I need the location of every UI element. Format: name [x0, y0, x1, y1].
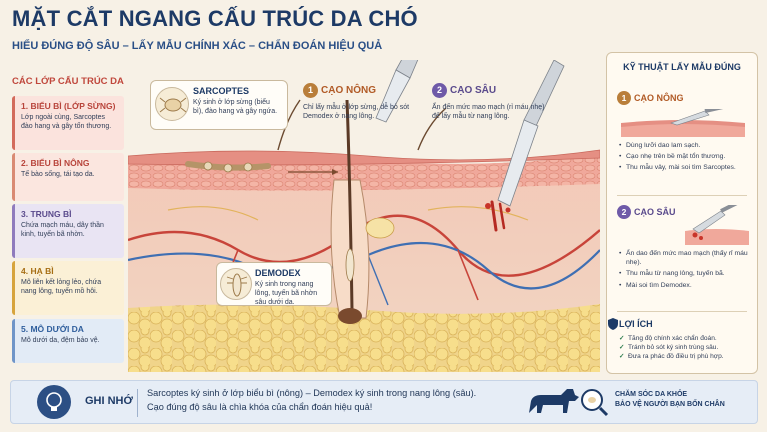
- list-item: Ấn dao đến mức mao mạch (thấy rỉ máu nhẹ…: [619, 249, 755, 267]
- magnifier-mite-icon: [581, 389, 609, 417]
- sarcoptes-desc: Ký sinh ở lớp sừng (biểu bì), đào hang v…: [193, 99, 278, 116]
- remember-footer: GHI NHỚ Sarcoptes ký sinh ở lớp biểu bì …: [10, 380, 758, 424]
- layer-card-epidermis-shallow: 2. BIỂU BÌ NÔNG Tế bào sống, tái tạo da.: [12, 153, 124, 201]
- list-item: Tăng độ chính xác chẩn đoán.: [619, 334, 724, 343]
- layer-name: 3. TRUNG BÌ: [21, 209, 72, 219]
- benefits-list: Tăng độ chính xác chẩn đoán. Tránh bỏ só…: [619, 334, 724, 362]
- step-number-badge: 1: [303, 83, 318, 99]
- step-number-badge: 1: [617, 90, 631, 105]
- list-item: Đưa ra phác đồ điều trị phù hợp.: [619, 352, 724, 361]
- list-item: Mài soi tìm Demodex.: [619, 281, 755, 290]
- step-number-badge: 2: [432, 83, 447, 99]
- demodex-title: DEMODEX: [255, 268, 301, 278]
- divider: [617, 311, 747, 312]
- list-item: Cạo nhẹ trên bề mặt tổn thương.: [619, 152, 755, 161]
- remember-line-2: Cạo đúng độ sâu là chìa khóa của chẩn đo…: [147, 401, 373, 412]
- remember-text: Sarcoptes ký sinh ở lớp biểu bì (nông) –…: [147, 387, 507, 415]
- step-number-badge: 2: [617, 204, 631, 219]
- step-title: CẠO SÂU: [634, 206, 676, 217]
- list-item: Thu mẫu từ nang lông, tuyến bã.: [619, 269, 755, 278]
- scalpel-shallow-icon: [375, 60, 419, 123]
- deep-technique-illustration: [685, 205, 749, 245]
- layer-card-subcutis: 5. MÔ DƯỚI DA Mô dưới da, đệm bảo vệ.: [12, 319, 124, 363]
- care-line-1: CHĂM SÓC DA KHỎE: [615, 391, 688, 398]
- divider: [617, 195, 747, 196]
- list-item: Tránh bỏ sót ký sinh trùng sâu.: [619, 343, 724, 352]
- dog-silhouette-icon: [529, 389, 579, 413]
- page-title: MẶT CẮT NGANG CẤU TRÚC DA CHÓ: [12, 6, 418, 31]
- care-line-2: BẢO VỆ NGƯỜI BẠN BỐN CHÂN: [615, 401, 725, 409]
- layer-name: 1. BIỂU BÌ (LỚP SỪNG): [21, 101, 116, 111]
- remember-line-1: Sarcoptes ký sinh ở lớp biểu bì (nông) –…: [147, 388, 477, 398]
- page-subtitle: HIỂU ĐÚNG ĐỘ SÂU – LẤY MẪU CHÍNH XÁC – C…: [12, 40, 383, 52]
- layer-name: 2. BIỂU BÌ NÔNG: [21, 158, 90, 168]
- care-slogan: CHĂM SÓC DA KHỎE BẢO VỆ NGƯỜI BẠN BỐN CH…: [615, 390, 725, 410]
- step-desc: Chỉ lấy mẫu ở lớp sừng, dễ bỏ sót Demode…: [303, 104, 410, 121]
- layer-card-epidermis-horny: 1. BIỂU BÌ (LỚP SỪNG) Lớp ngoài cùng, Sa…: [12, 96, 124, 150]
- lightbulb-icon: [37, 385, 71, 419]
- layer-desc: Mô dưới da, đệm bảo vệ.: [21, 337, 100, 344]
- shield-check-icon: [608, 318, 618, 330]
- layer-name: 4. HẠ BÌ: [21, 266, 54, 276]
- step-desc: Ấn đến mức mao mạch (rỉ máu nhẹ) để lấy …: [432, 104, 545, 121]
- divider: [137, 389, 138, 417]
- step-title: CẠO NÔNG: [321, 85, 376, 97]
- sarcoptes-title: SARCOPTES: [193, 86, 250, 96]
- layer-desc: Chứa mạch máu, dây thần kinh, tuyến bã n…: [21, 222, 104, 239]
- layer-card-dermis: 3. TRUNG BÌ Chứa mạch máu, dây thần kinh…: [12, 204, 124, 258]
- layer-desc: Mô liên kết lỏng lẻo, chứa nang lông, tu…: [21, 279, 102, 296]
- skin-cross-section-illustration: [128, 60, 600, 372]
- scalpel-deep-icon: [497, 60, 565, 207]
- demodex-desc: Ký sinh trong nang lông, tuyến bã nhờn s…: [255, 281, 318, 307]
- technique-panel-title: KỸ THUẬT LẤY MẪU ĐÚNG: [623, 62, 741, 72]
- layer-card-hypodermis: 4. HẠ BÌ Mô liên kết lỏng lẻo, chứa nang…: [12, 261, 124, 315]
- deep-technique-list: Ấn dao đến mức mao mạch (thấy rỉ máu nhẹ…: [619, 249, 755, 292]
- benefits-title: LỢI ÍCH: [619, 319, 653, 329]
- remember-label: GHI NHỚ: [85, 395, 133, 407]
- layer-desc: Tế bào sống, tái tạo da.: [21, 171, 95, 178]
- list-item: Thu mẫu vảy, mài soi tìm Sarcoptes.: [619, 163, 755, 172]
- shallow-technique-list: Dùng lưỡi dao lam sạch. Cạo nhẹ trên bề …: [619, 141, 755, 175]
- demodex-callout: DEMODEX Ký sinh trong nang lông, tuyến b…: [216, 262, 332, 306]
- list-item: Dùng lưỡi dao lam sạch.: [619, 141, 755, 150]
- step-title: CẠO NÔNG: [634, 92, 684, 103]
- demodex-mite-icon: [220, 268, 252, 300]
- layers-title: CÁC LỚP CẤU TRÚC DA: [12, 76, 124, 87]
- sarcoptes-callout: SARCOPTES Ký sinh ở lớp sừng (biểu bì), …: [150, 80, 288, 130]
- step-title: CẠO SÂU: [450, 85, 497, 97]
- layer-desc: Lớp ngoài cùng, Sarcoptes đào hang và gâ…: [21, 114, 112, 131]
- layer-name: 5. MÔ DƯỚI DA: [21, 324, 84, 334]
- shallow-technique-illustration: [621, 109, 745, 137]
- sarcoptes-mite-icon: [155, 87, 189, 121]
